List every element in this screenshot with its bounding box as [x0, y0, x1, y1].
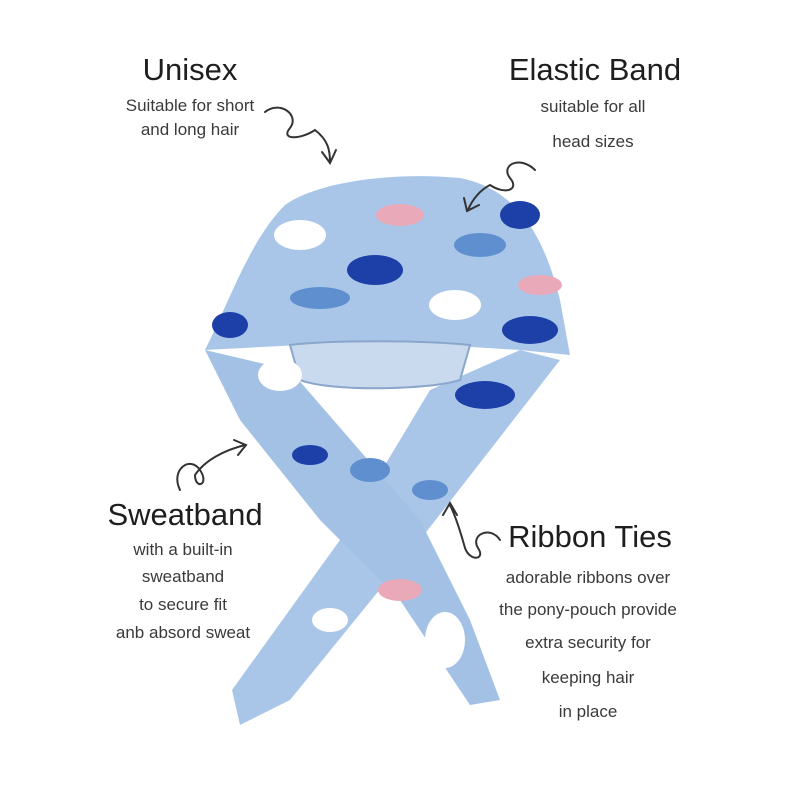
- callout-sweatband-line: to secure fit: [139, 595, 227, 614]
- callout-elastic-line: head sizes: [552, 132, 634, 151]
- callout-sweatband-line: sweatband: [141, 567, 225, 586]
- callout-sweatband-title: Sweatband: [107, 497, 263, 532]
- ribbon-tie-left: [205, 350, 500, 705]
- callout-ribbon-line: extra security for: [525, 633, 651, 652]
- arrow-sweatband-icon: [176, 439, 248, 491]
- callout-ribbon-line: keeping hair: [541, 668, 635, 687]
- callout-unisex-line: and long hair: [140, 120, 240, 139]
- callout-elastic-line: suitable for all: [540, 97, 646, 116]
- whale-prints: [212, 201, 562, 668]
- callout-sweatband-line: anb absord sweat: [115, 623, 251, 642]
- arrow-ribbon-icon: [442, 501, 501, 559]
- callout-sweatband-line: with a built-in: [133, 540, 233, 559]
- callout-ribbon-line: the pony-pouch provide: [499, 600, 677, 619]
- arrow-elastic-icon: [463, 161, 536, 213]
- callout-ribbon-line: adorable ribbons over: [505, 568, 671, 587]
- elastic-opening: [288, 340, 472, 390]
- callout-unisex-title: Unisex: [142, 52, 238, 87]
- callout-ribbon-line: in place: [558, 702, 618, 721]
- callout-unisex-line: Suitable for short: [125, 96, 255, 115]
- callout-ribbon-title: Ribbon Ties: [508, 519, 672, 554]
- callout-elastic-title: Elastic Band: [508, 52, 682, 87]
- arrow-unisex-icon: [264, 106, 337, 165]
